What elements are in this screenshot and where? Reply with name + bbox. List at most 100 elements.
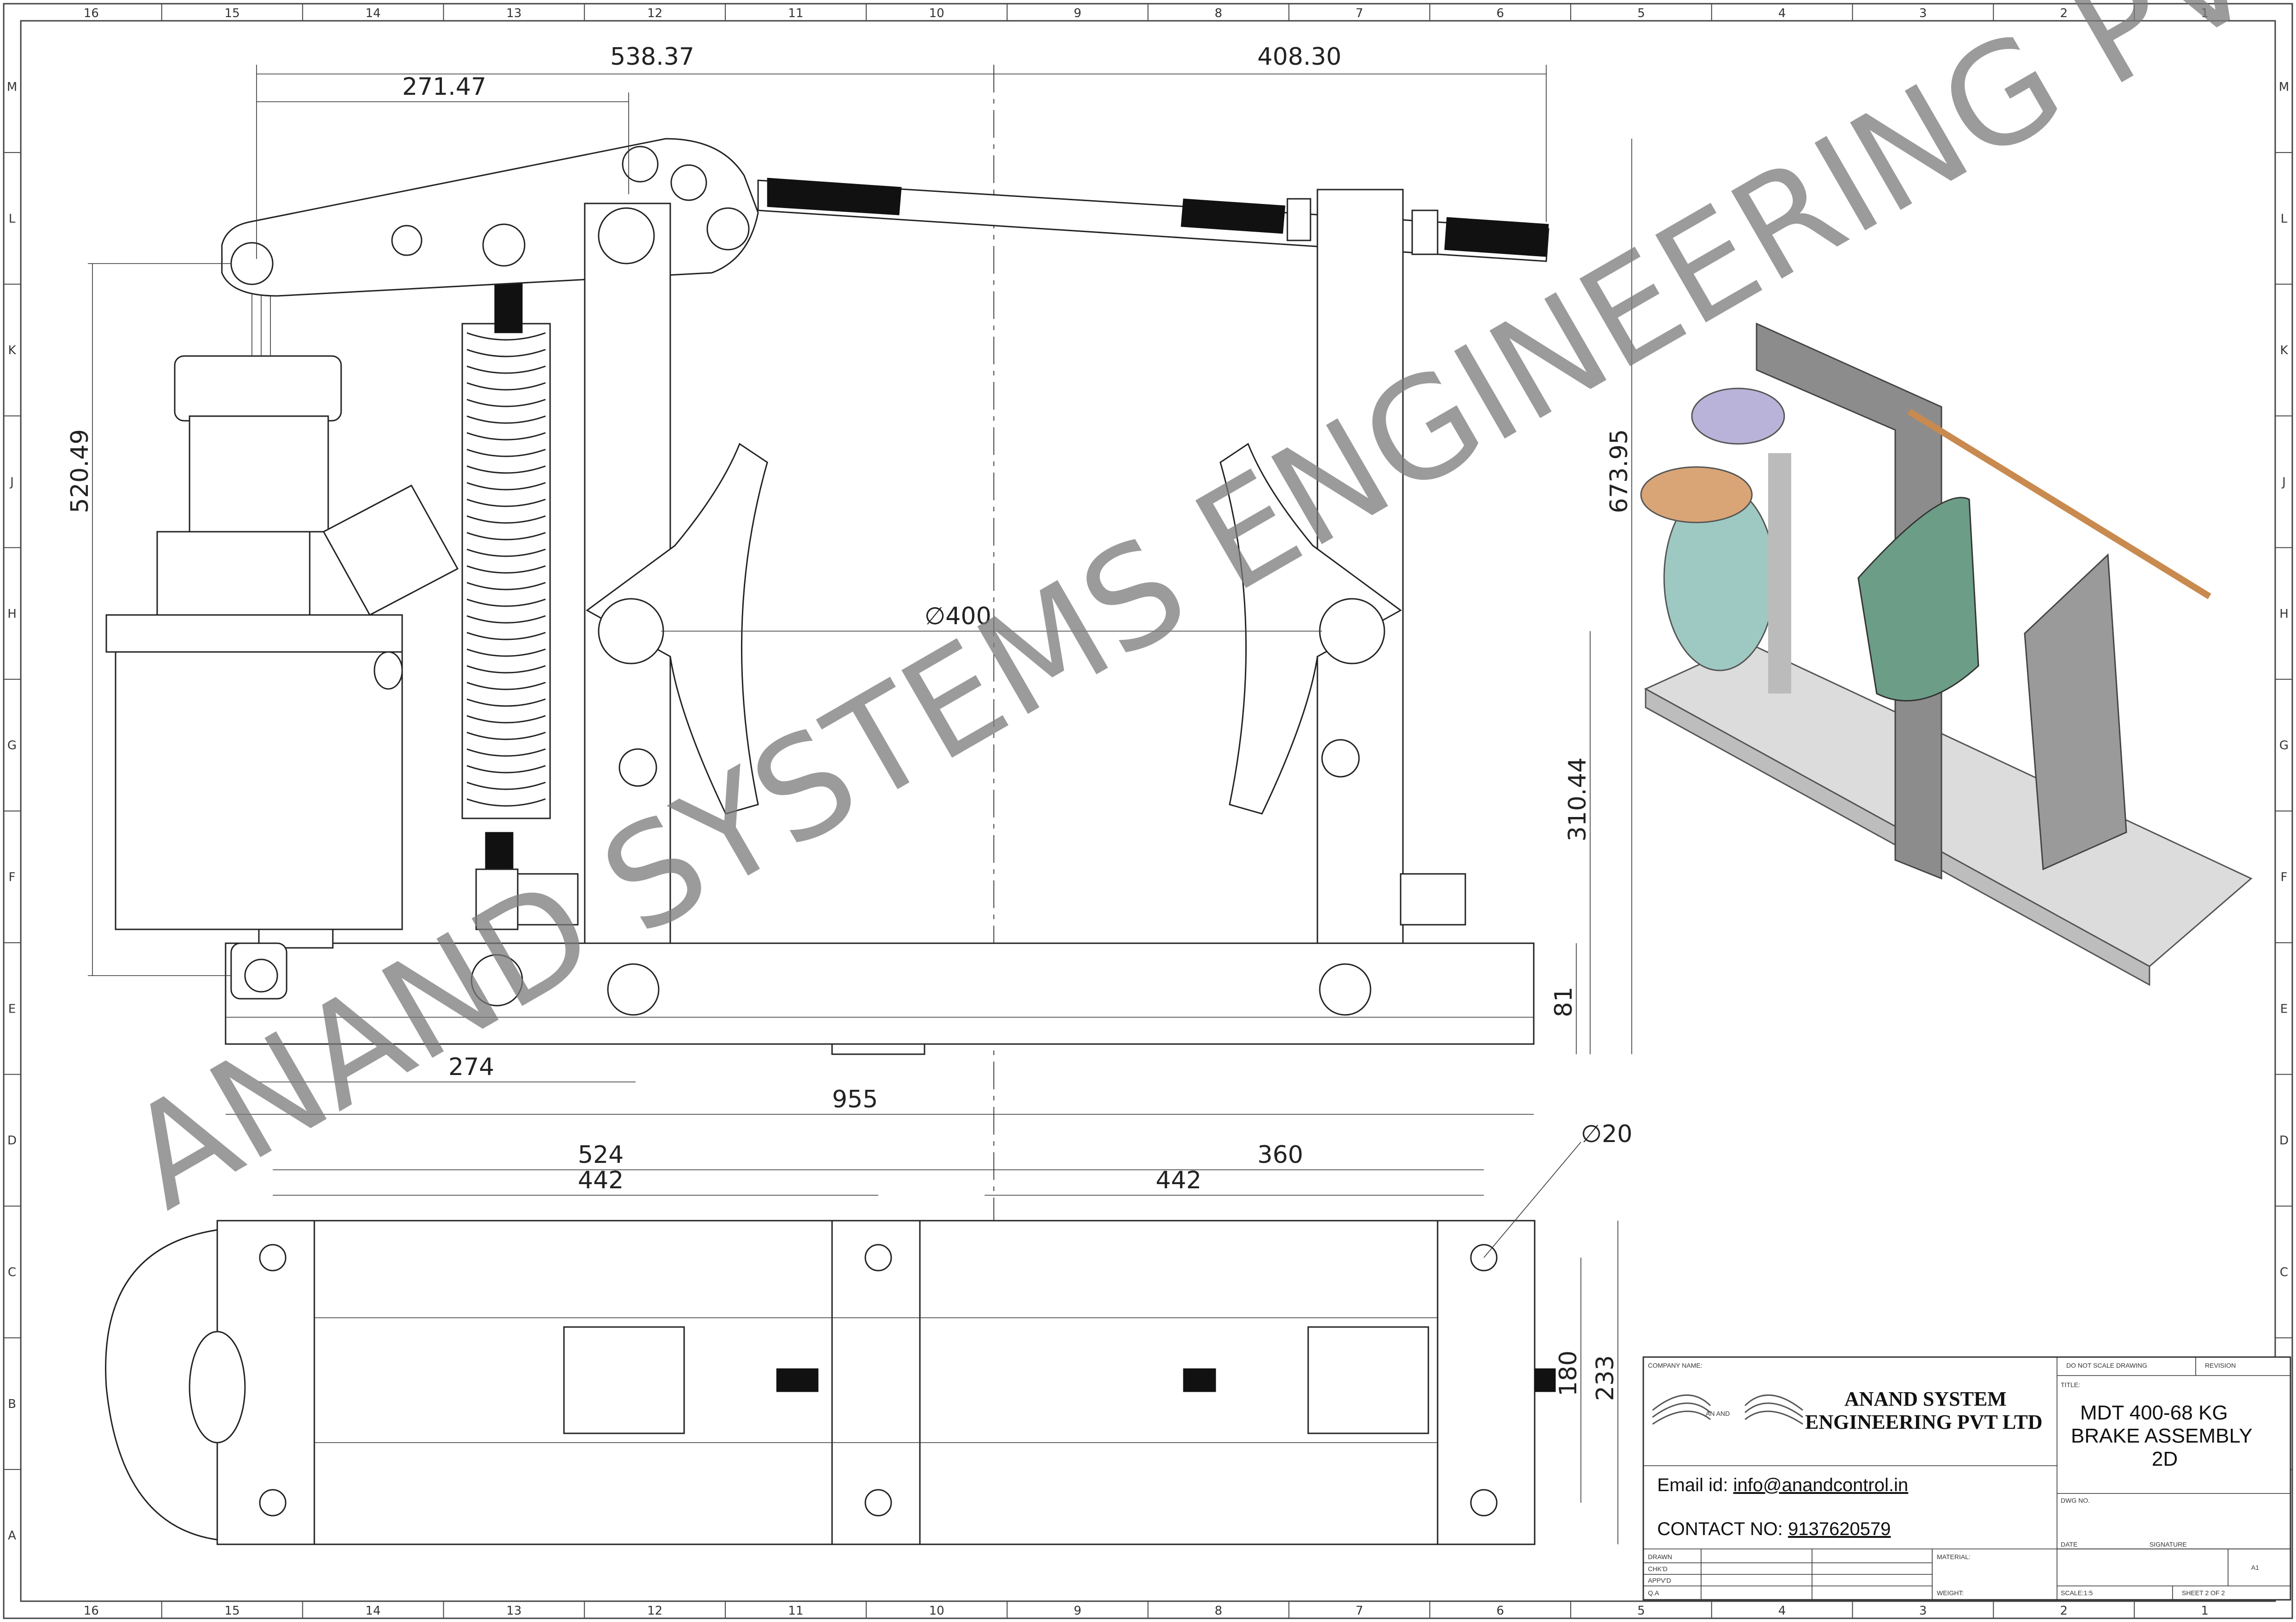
tie-rod [757, 178, 1549, 262]
grid-col-label: 7 [1355, 6, 1363, 20]
grid-col-label: 10 [929, 1604, 944, 1618]
plan-view: 524 360 442 442 ∅20 180 233 [105, 1120, 1632, 1545]
grid-col-label: 9 [1074, 1604, 1082, 1618]
grid-col-label: 10 [929, 6, 944, 20]
grid-col-label: 15 [225, 6, 240, 20]
grid-col-label: 16 [84, 6, 99, 20]
grid-row-label: A [8, 1529, 16, 1543]
grid-row-label: L [2281, 212, 2288, 226]
grid-col-label: 2 [2060, 1604, 2068, 1618]
base-channel [225, 942, 1535, 1045]
title-line2: BRAKE ASSEMBLY [2071, 1425, 2253, 1447]
email-label: Email id: [1657, 1475, 1733, 1495]
signature-label: SIGNATURE [2149, 1541, 2187, 1548]
material-label: MATERIAL: [1937, 1553, 1971, 1561]
grid-col-label: 4 [1778, 6, 1786, 20]
sheet-label: SHEET 2 OF 2 [2182, 1589, 2225, 1597]
company-label: COMPANY NAME: [1648, 1362, 1702, 1369]
grid-row-label: J [2281, 475, 2286, 489]
left-brake-shoe [586, 442, 768, 815]
dim-310: 310.44 [1564, 757, 1592, 842]
dim-274: 274 [448, 1053, 494, 1081]
grid-row-label: F [9, 870, 16, 884]
spring-assembly [461, 282, 551, 1007]
dim-408: 408.30 [1257, 43, 1341, 71]
do-not-scale-label: DO NOT SCALE DRAWING [2066, 1362, 2147, 1369]
grid-col-label: 12 [647, 1604, 662, 1618]
dim-180: 180 [1555, 1351, 1582, 1396]
contact-line: CONTACT NO: 9137620579 [1657, 1519, 1891, 1539]
grid-row-label: M [7, 80, 17, 94]
operating-lever [221, 138, 759, 297]
grid-row-label: D [2279, 1134, 2289, 1148]
grid-col-label: 13 [506, 6, 521, 20]
grid-col-label: 1 [2201, 6, 2209, 20]
qa-label: Q.A [1648, 1589, 1659, 1597]
grid-row-label: J [9, 475, 14, 489]
scale-label: SCALE:1:5 [2061, 1589, 2093, 1597]
dim-442-right: 442 [1156, 1167, 1201, 1194]
grid-row-label: L [9, 212, 16, 226]
grid-col-label: 11 [788, 6, 803, 20]
dim-400: ∅400 [925, 602, 992, 630]
logo-text: AN AND [1706, 1410, 1730, 1417]
grid-col-label: 2 [2060, 6, 2068, 20]
grid-col-label: 3 [1919, 1604, 1927, 1618]
grid-row-label: M [2279, 80, 2289, 94]
grid-col-label: 1 [2201, 1604, 2209, 1618]
grid-row-label: G [7, 739, 17, 753]
thruster-unit [105, 277, 459, 1000]
dim-955: 955 [832, 1086, 878, 1113]
drawn-label: DRAWN [1648, 1553, 1672, 1561]
company-line2: ENGINEERING PVT LTD [1805, 1411, 2042, 1433]
grid-row-label: K [2280, 344, 2288, 357]
contact-label: CONTACT NO: [1657, 1519, 1788, 1539]
dim-360: 360 [1257, 1141, 1303, 1169]
grid-col-label: 15 [225, 1604, 240, 1618]
dim-673: 673.95 [1605, 429, 1633, 513]
contact-number: 9137620579 [1788, 1519, 1891, 1539]
dim-442-left: 442 [578, 1167, 624, 1194]
email-link[interactable]: info@anandcontrol.in [1733, 1475, 1909, 1495]
dim-271: 271.47 [402, 73, 486, 101]
right-brake-shoe [1219, 442, 1402, 815]
date-label: DATE [2061, 1541, 2077, 1548]
grid-col-label: 6 [1496, 1604, 1504, 1618]
grid-row-label: K [8, 344, 16, 357]
dim-524: 524 [578, 1141, 624, 1169]
appvd-label: APPV'D [1648, 1577, 1671, 1584]
title-line3: 2D [2152, 1448, 2178, 1470]
grid-row-label: D [7, 1134, 17, 1148]
grid-row-label: H [2279, 607, 2289, 621]
grid-row-label: F [2281, 870, 2288, 884]
grid-col-label: 5 [1637, 1604, 1645, 1618]
dim-20: ∅20 [1581, 1120, 1632, 1148]
title-line1: MDT 400-68 KG [2080, 1401, 2228, 1424]
grid-col-label: 8 [1215, 6, 1223, 20]
grid-col-label: 8 [1215, 1604, 1223, 1618]
grid-row-label: C [2280, 1266, 2288, 1279]
grid-col-label: 14 [365, 6, 380, 20]
grid-row-label: G [2279, 739, 2289, 753]
dim-520: 520.49 [66, 429, 94, 513]
isometric-view [1640, 322, 2253, 986]
revision-label: REVISION [2205, 1362, 2236, 1369]
grid-col-label: 14 [365, 1604, 380, 1618]
title-label: TITLE: [2061, 1381, 2080, 1389]
grid-row-label: B [8, 1397, 16, 1411]
grid-row-label: E [8, 1002, 16, 1016]
company-logo: AN AND [1652, 1394, 1803, 1425]
grid-row-label: E [2280, 1002, 2288, 1016]
email-line: Email id: info@anandcontrol.in [1657, 1475, 1908, 1495]
title-block: COMPANY NAME: AN AND ANAND SYSTEM ENGINE… [1642, 1356, 2291, 1601]
chkd-label: CHK'D [1648, 1565, 1667, 1573]
grid-col-label: 13 [506, 1604, 521, 1618]
dim-81: 81 [1550, 987, 1578, 1017]
grid-col-label: 5 [1637, 6, 1645, 20]
dim-233: 233 [1592, 1355, 1619, 1401]
